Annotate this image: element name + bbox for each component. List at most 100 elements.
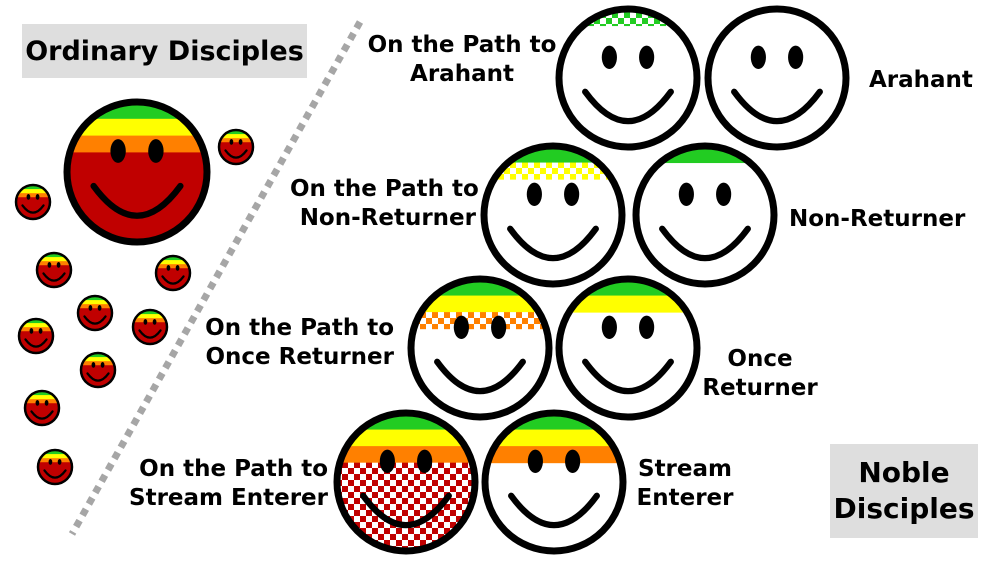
eye-left: [91, 362, 96, 368]
ordinary-disciple-small-face-1: [217, 128, 255, 166]
eye-right: [565, 449, 581, 474]
smile: [43, 469, 67, 479]
eye-left: [48, 459, 53, 465]
eye-left: [88, 305, 93, 311]
ordinary-disciples-title: Ordinary Disciples: [22, 24, 307, 78]
eye-right: [175, 265, 180, 271]
label-path-to-stream-enterer: On the Path to Stream Enterer: [128, 455, 328, 513]
ordinary-disciple-small-face-6: [17, 317, 55, 355]
label-path-to-arahant-line2: Arahant: [410, 61, 514, 87]
eye-right: [44, 400, 49, 406]
ordinary-disciple-small-face-7: [131, 308, 169, 346]
label-arahant-line1: Arahant: [869, 67, 973, 93]
eye-right: [100, 362, 105, 368]
path-to-arahant-face: [555, 5, 701, 151]
eye-left: [110, 139, 126, 163]
smile: [434, 358, 526, 395]
eye-right: [564, 182, 580, 207]
label-non-returner-line1: Non-Returner: [789, 206, 966, 232]
label-path-to-arahant: On the Path to Arahant: [367, 31, 557, 89]
eye-right: [716, 182, 732, 207]
eye-right: [788, 45, 804, 70]
eye-left: [29, 328, 34, 334]
ordinary-disciple-large-face: [63, 98, 211, 246]
arahant-face: [704, 5, 850, 151]
path-to-once-returner-face: [407, 275, 553, 421]
eye-left: [166, 265, 171, 271]
eye-right: [639, 315, 655, 340]
label-stream-enterer-line1: Stream: [638, 456, 732, 482]
eye-right: [38, 328, 43, 334]
smile: [731, 88, 823, 125]
smile: [138, 329, 162, 339]
smile: [161, 275, 185, 285]
noble-disciples-title: Noble Disciples: [830, 444, 978, 538]
label-path-to-once-returner-line1: On the Path to: [205, 315, 394, 341]
eye-left: [143, 319, 148, 325]
label-stream-enterer: Stream Enterer: [630, 455, 740, 513]
noble-title-line2: Disciples: [833, 492, 975, 525]
eye-right: [238, 139, 243, 145]
smile: [90, 182, 184, 219]
ordinary-disciples-title-text: Ordinary Disciples: [25, 35, 304, 67]
eye-left: [379, 449, 395, 474]
smile: [30, 410, 54, 420]
label-non-returner: Non-Returner: [789, 205, 965, 234]
label-arahant: Arahant: [869, 66, 973, 95]
eye-right: [639, 45, 655, 70]
path-to-non-returner-face: [480, 142, 626, 288]
label-once-returner-line1: Once: [727, 346, 793, 372]
eye-left: [527, 449, 543, 474]
non-returner-face: [632, 142, 778, 288]
ordinary-disciple-small-face-10: [36, 448, 74, 486]
eye-left: [35, 400, 40, 406]
eye-right: [35, 194, 40, 200]
smile: [582, 88, 674, 125]
smile: [360, 492, 452, 529]
once-returner-face: [555, 275, 701, 421]
ordinary-disciple-small-face-4: [154, 254, 192, 292]
smile: [24, 338, 48, 348]
noble-title-line1: Noble: [858, 455, 950, 489]
ordinary-disciple-small-face-5: [76, 294, 114, 332]
smile: [224, 149, 248, 159]
eye-left: [601, 45, 617, 70]
eye-left: [601, 315, 617, 340]
ordinary-disciple-small-face-9: [23, 389, 61, 427]
stream-enterer-face: [481, 409, 627, 555]
smile: [508, 492, 600, 529]
ordinary-disciple-small-face-3: [35, 251, 73, 289]
eye-left: [750, 45, 766, 70]
dashed-divider: [68, 20, 364, 536]
label-path-to-stream-enterer-line1: On the Path to: [139, 456, 328, 482]
label-path-to-stream-enterer-line2: Stream Enterer: [129, 485, 328, 511]
eye-left: [678, 182, 694, 207]
label-path-to-non-returner: On the Path to Non-Returner: [290, 175, 479, 233]
eye-right: [97, 305, 102, 311]
label-path-to-once-returner: On the Path to Once Returner: [200, 314, 394, 372]
eye-right: [56, 262, 61, 268]
eye-right: [417, 449, 433, 474]
smile: [86, 372, 110, 382]
smile: [42, 272, 66, 282]
path-to-stream-enterer-face: [333, 409, 479, 555]
ordinary-disciple-small-face-8: [79, 351, 117, 389]
smile: [507, 225, 599, 262]
noble-disciples-title-text: Noble Disciples: [834, 455, 975, 528]
smile: [21, 204, 45, 214]
eye-left: [26, 194, 31, 200]
smile: [582, 358, 674, 395]
label-stream-enterer-line2: Enterer: [636, 485, 734, 511]
eye-right: [491, 315, 507, 340]
eye-right: [148, 139, 164, 163]
eye-left: [453, 315, 469, 340]
label-path-to-once-returner-line2: Once Returner: [205, 344, 394, 370]
smile: [83, 315, 107, 325]
label-path-to-non-returner-line1: On the Path to: [290, 176, 479, 202]
label-path-to-non-returner-line2: Non-Returner: [299, 205, 476, 231]
label-once-returner: Once Returner: [695, 345, 825, 403]
ordinary-disciple-small-face-2: [14, 183, 52, 221]
eye-right: [152, 319, 157, 325]
